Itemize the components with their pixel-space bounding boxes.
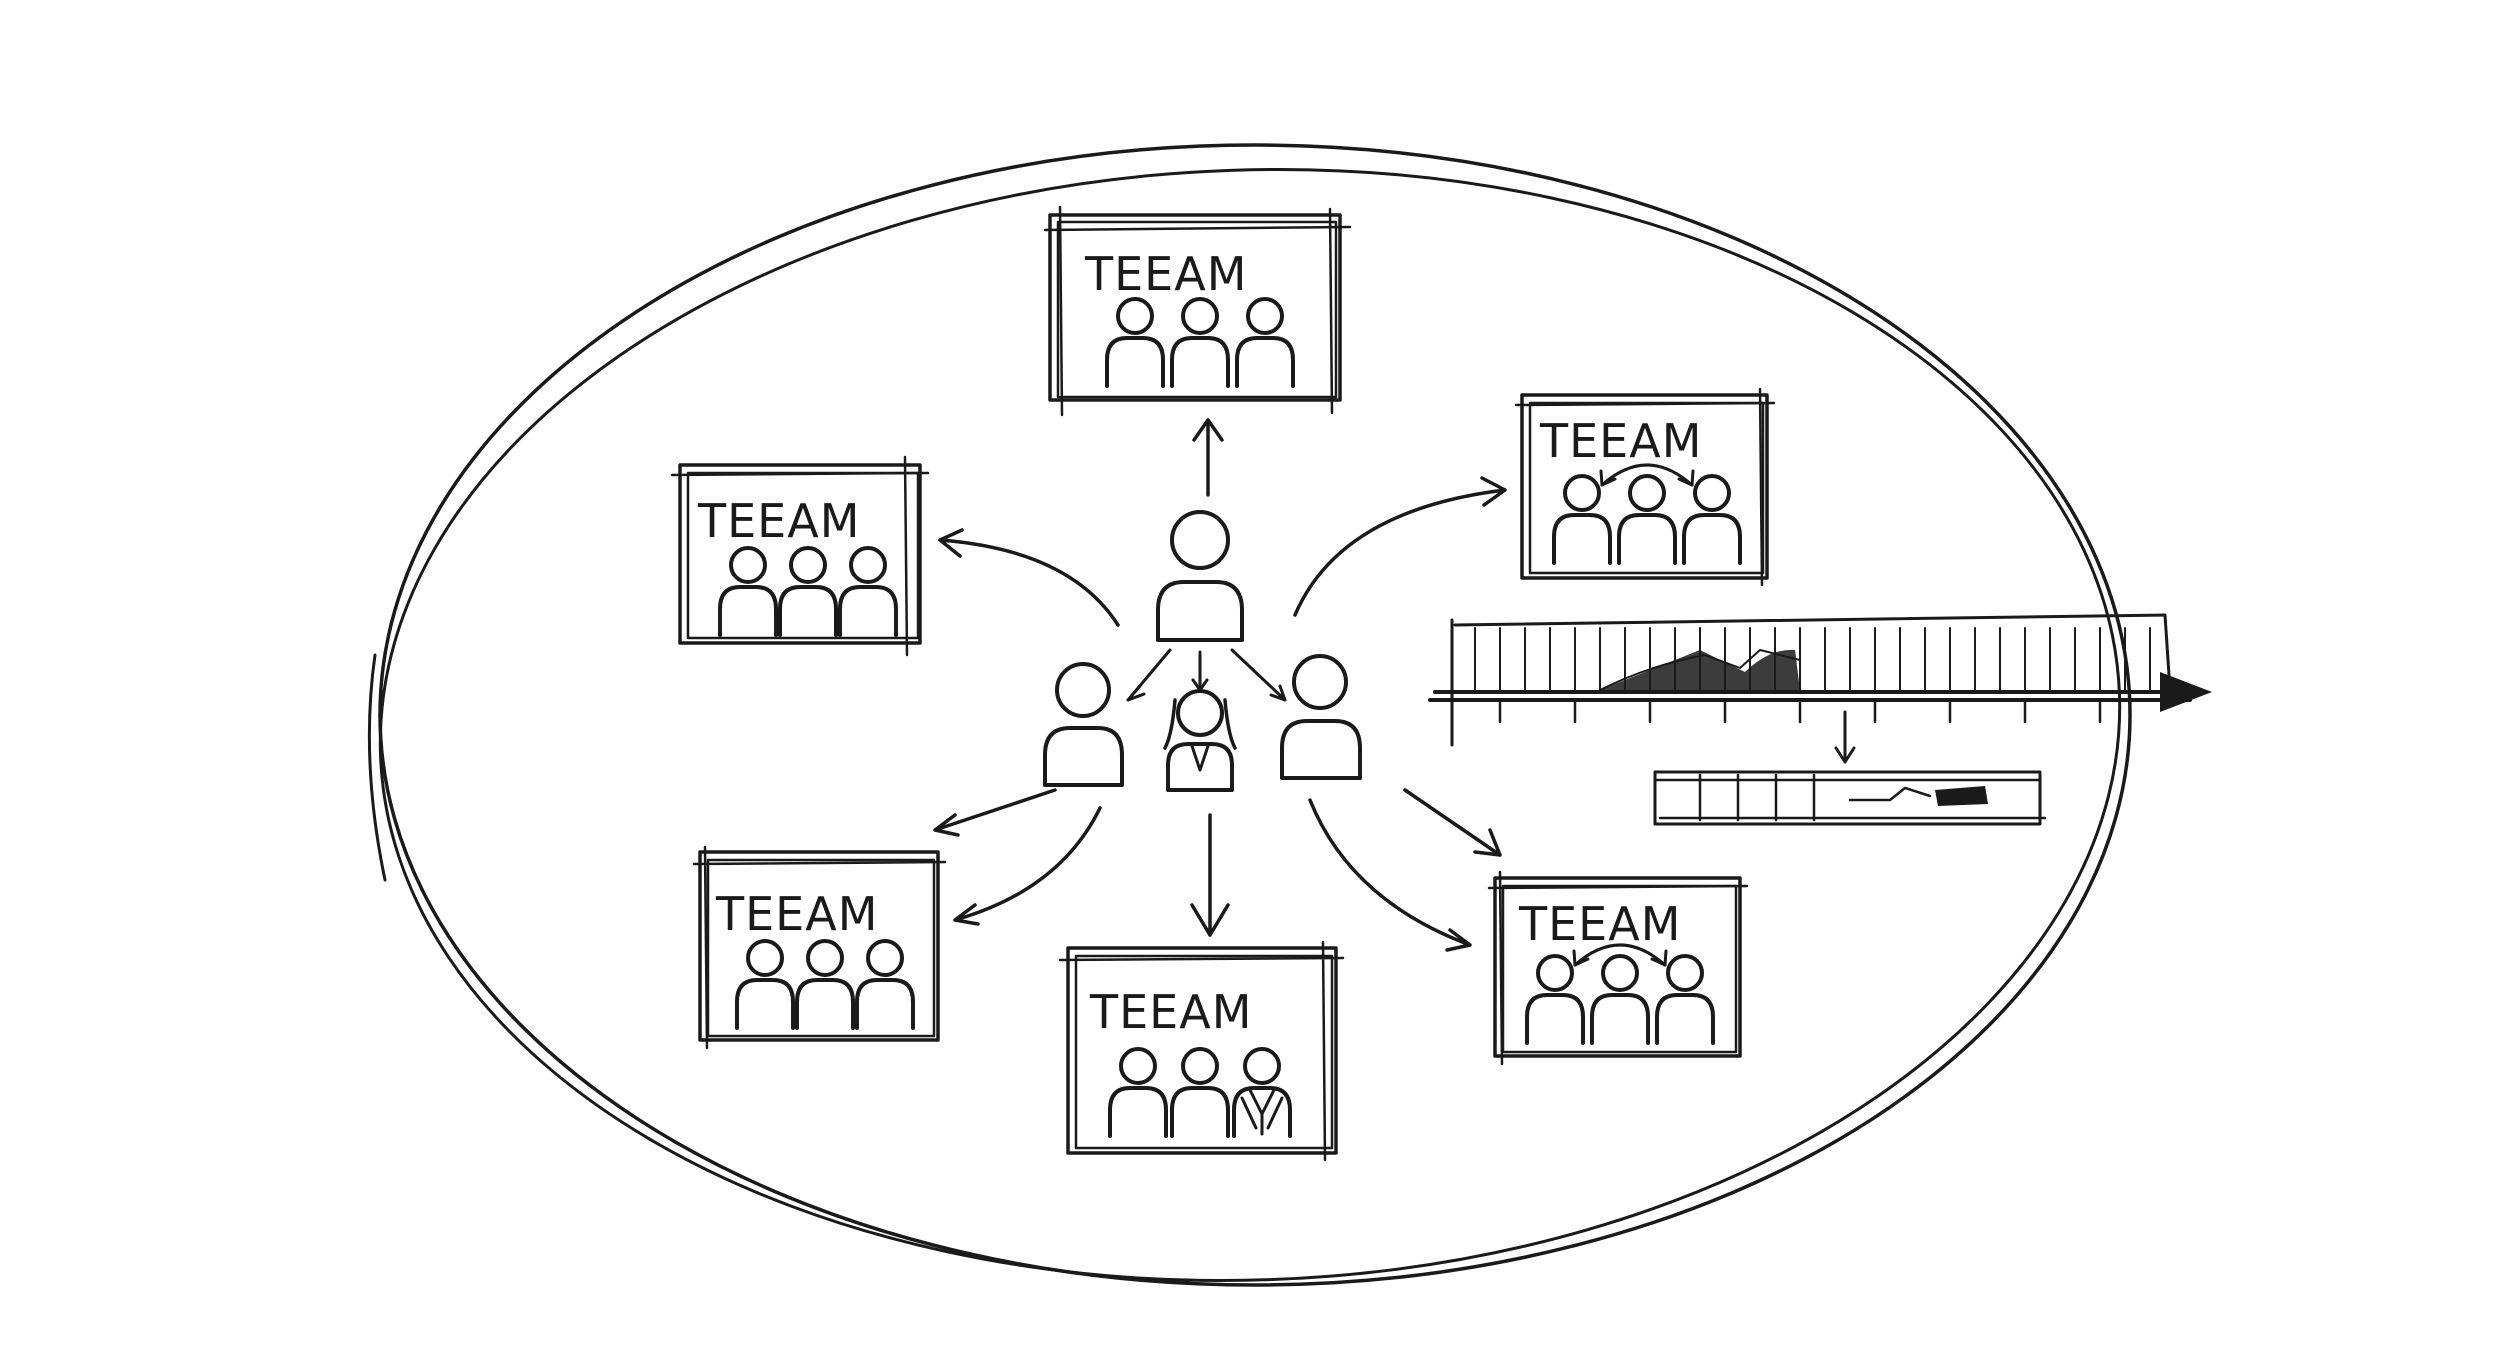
arrow-to-upper-left-team xyxy=(938,528,1120,627)
arrow-to-lower-left-team-a xyxy=(933,788,1057,837)
left-person-icon xyxy=(1043,662,1124,787)
center-woman-icon xyxy=(1163,689,1237,792)
person-icon xyxy=(1682,474,1742,565)
progress-strip xyxy=(1653,770,2047,826)
swap-arrows-icon xyxy=(1572,943,1668,967)
team-members-icon xyxy=(718,546,898,637)
team-label: TEEAM xyxy=(697,494,860,548)
team-box-top: TEEAM xyxy=(1043,205,1352,417)
right-person-icon xyxy=(1280,654,1362,780)
team-label: TEEAM xyxy=(715,887,878,941)
leader-person-icon xyxy=(1156,510,1244,642)
person-icon xyxy=(1590,954,1650,1045)
person-icon xyxy=(1232,1047,1292,1138)
arrow-to-lower-left-team-b xyxy=(953,806,1102,926)
person-icon xyxy=(1655,954,1715,1045)
arrow-to-upper-right-team xyxy=(1293,476,1507,617)
central-people-cluster xyxy=(1043,510,1362,792)
arrow-to-top-team xyxy=(1192,418,1224,497)
team-box-lower-right: TEEAM xyxy=(1487,870,1749,1066)
person-icon xyxy=(1617,474,1677,565)
person-icon xyxy=(1235,297,1295,388)
person-icon xyxy=(795,939,855,1030)
strip-dark-block xyxy=(1935,786,1988,806)
person-icon xyxy=(1170,297,1230,388)
strip-cells xyxy=(1698,773,1816,822)
person-icon xyxy=(718,546,778,637)
team-label: TEEAM xyxy=(1089,985,1252,1039)
person-icon xyxy=(735,939,795,1030)
team-box-lower-left: TEEAM xyxy=(692,845,947,1050)
connector-arrows xyxy=(933,418,1507,952)
swap-arrows-icon xyxy=(1599,463,1695,487)
team-members-icon xyxy=(1105,297,1295,388)
arrow-to-lower-right-team-a xyxy=(1308,798,1472,952)
team-box-upper-left: TEEAM xyxy=(670,455,930,657)
team-members-icon xyxy=(735,939,915,1030)
team-box-upper-right: TEEAM xyxy=(1514,387,1776,587)
timeline-ticks xyxy=(1474,627,2151,724)
person-icon xyxy=(855,939,915,1030)
timeline xyxy=(1428,613,2212,764)
timeline-top-edge xyxy=(1453,613,2172,692)
team-members-icon xyxy=(1108,1047,1292,1138)
person-icon xyxy=(1525,954,1585,1045)
timeline-drop-arrow xyxy=(1834,710,1856,764)
person-icon xyxy=(778,546,838,637)
team-members-icon xyxy=(1552,463,1742,565)
person-icon xyxy=(1105,297,1165,388)
team-label: TEEAM xyxy=(1518,897,1681,951)
person-icon xyxy=(1552,474,1612,565)
person-icon xyxy=(1108,1047,1168,1138)
boundary-ellipse xyxy=(367,143,2132,1287)
person-icon xyxy=(838,546,898,637)
timeline-axis xyxy=(1428,690,2202,702)
team-label: TEEAM xyxy=(1539,414,1702,468)
team-label: TEEAM xyxy=(1084,247,1247,301)
arrow-to-lower-right-team-b xyxy=(1403,788,1502,857)
internal-arrows xyxy=(1126,648,1287,702)
person-icon xyxy=(1170,1047,1230,1138)
team-box-bottom: TEEAM xyxy=(1058,940,1345,1162)
arrow-to-bottom-team xyxy=(1190,813,1230,937)
timeline-arrowhead xyxy=(2160,672,2212,712)
team-members-icon xyxy=(1525,943,1715,1045)
